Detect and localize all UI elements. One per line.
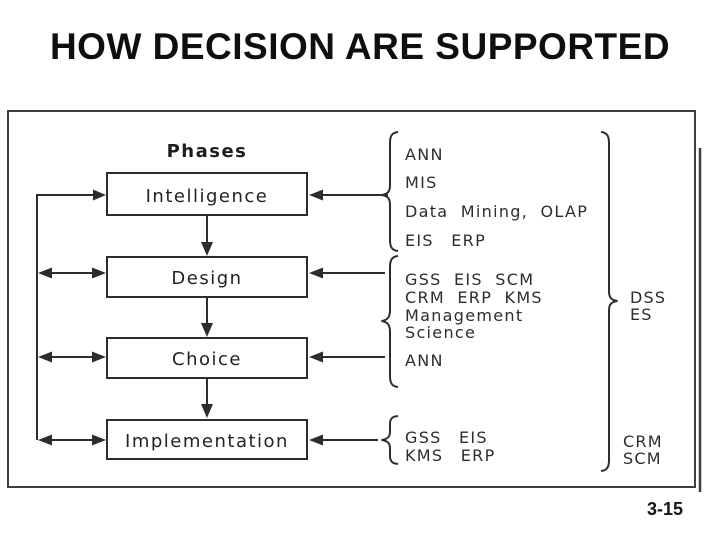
feedback-arrow-design [38,267,106,279]
tool-line: CRM ERP KMS [405,288,543,307]
slide-title: HOW DECISION ARE SUPPORTED [49,26,671,67]
brace-group2-icon [381,255,399,388]
system-label-crm: CRM [623,432,663,451]
arrowhead-left-icon [38,434,52,446]
arrowhead-left-icon [309,434,323,446]
arrowhead-down-icon [201,404,213,418]
decision-support-diagram: Phases Intelligence Design Choice Implem… [7,110,703,494]
page-number: 3-15 [646,499,683,519]
tool-line: EIS ERP [405,231,486,250]
arrowhead-left-icon [309,351,323,363]
arrowhead-left-icon [38,351,52,363]
feedback-line [36,189,106,440]
phase-label-design: Design [171,268,242,289]
arrowhead-left-icon [38,267,52,279]
down-arrow-choice-implementation [201,378,213,418]
phase-label-intelligence: Intelligence [146,186,269,207]
support-arrow-choice [309,351,385,363]
support-arrow-implementation [309,434,378,446]
phase-label-implementation: Implementation [125,431,289,452]
feedback-arrow-implementation [38,434,106,446]
tool-line: MIS [405,173,438,192]
tool-line: GSS EIS [405,428,488,447]
feedback-arrow-choice [38,351,106,363]
system-label-dss: DSS [630,288,666,307]
tool-line: ANN [405,351,444,370]
tool-line: ANN [405,145,444,164]
arrowhead-down-icon [201,242,213,256]
tool-line: GSS EIS SCM [405,270,534,289]
support-arrow-design [309,267,385,279]
arrowhead-right-icon [92,267,106,279]
arrowhead-right-icon [92,351,106,363]
arrowhead-left-icon [309,189,323,201]
tool-line: Science [405,323,476,342]
arrowhead-left-icon [309,267,323,279]
arrowhead-down-icon [201,323,213,337]
tool-line: Management [405,306,523,325]
system-label-es: ES [630,305,653,324]
brace-group1-icon [381,131,399,252]
system-label-scm: SCM [623,449,662,468]
phase-box-intelligence [106,172,308,216]
brace-group3-icon [381,415,399,465]
support-arrow-intelligence [309,189,388,201]
arrowhead-right-icon [93,189,106,201]
phase-label-choice: Choice [172,349,242,370]
down-arrow-intelligence-design [201,215,213,256]
down-arrow-design-choice [201,297,213,337]
phase-box-implementation [106,419,308,460]
tool-line: Data Mining, OLAP [405,202,588,221]
diagram-svg: Phases Intelligence Design Choice Implem… [7,110,702,492]
arrowhead-right-icon [92,434,106,446]
brace-dss-es-icon [600,131,618,472]
phases-heading: Phases [167,141,248,162]
tool-line: KMS ERP [405,446,496,465]
